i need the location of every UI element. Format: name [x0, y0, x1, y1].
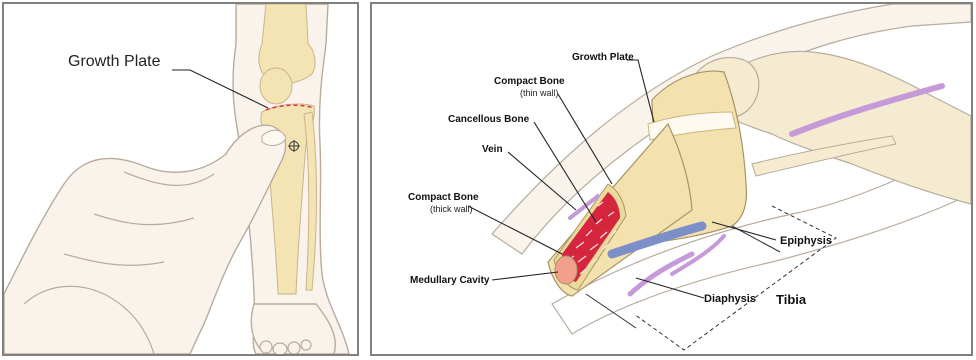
hand: [4, 125, 286, 354]
bone-cross-section-illustration: Growth Plate Compact Bone (thin wall) Ca…: [372, 4, 971, 354]
compact-bone-thin-label: Compact Bone: [494, 76, 565, 87]
patella: [260, 68, 292, 104]
diaphysis-leader: [636, 278, 704, 298]
growth-plate-label: Growth Plate: [68, 53, 161, 70]
vessel-purple-2: [672, 236, 724, 274]
cancellous-bone-label: Cancellous Bone: [448, 114, 530, 125]
vessel-purple-1: [630, 254, 692, 294]
vein-label: Vein: [482, 144, 503, 155]
growth-plate-label: Growth Plate: [572, 52, 634, 63]
epiphysis-label: Epiphysis: [780, 235, 832, 247]
left-panel: Growth Plate: [2, 2, 359, 356]
compact-bone-thick-sublabel: (thick wall): [430, 204, 473, 214]
diaphysis-bracket: [586, 294, 636, 328]
compact-bone-thick-label: Compact Bone: [408, 192, 479, 203]
diaphysis-label: Diaphysis: [704, 293, 756, 305]
compact-bone-thin-sublabel: (thin wall): [520, 88, 559, 98]
medullary-cavity: [555, 256, 577, 284]
medullary-cavity-label: Medullary Cavity: [410, 275, 490, 286]
leg-finger-illustration: Growth Plate: [4, 4, 357, 354]
medullary-cavity-leader: [492, 272, 558, 280]
tibia-label: Tibia: [776, 292, 807, 307]
right-panel: Growth Plate Compact Bone (thin wall) Ca…: [370, 2, 973, 356]
